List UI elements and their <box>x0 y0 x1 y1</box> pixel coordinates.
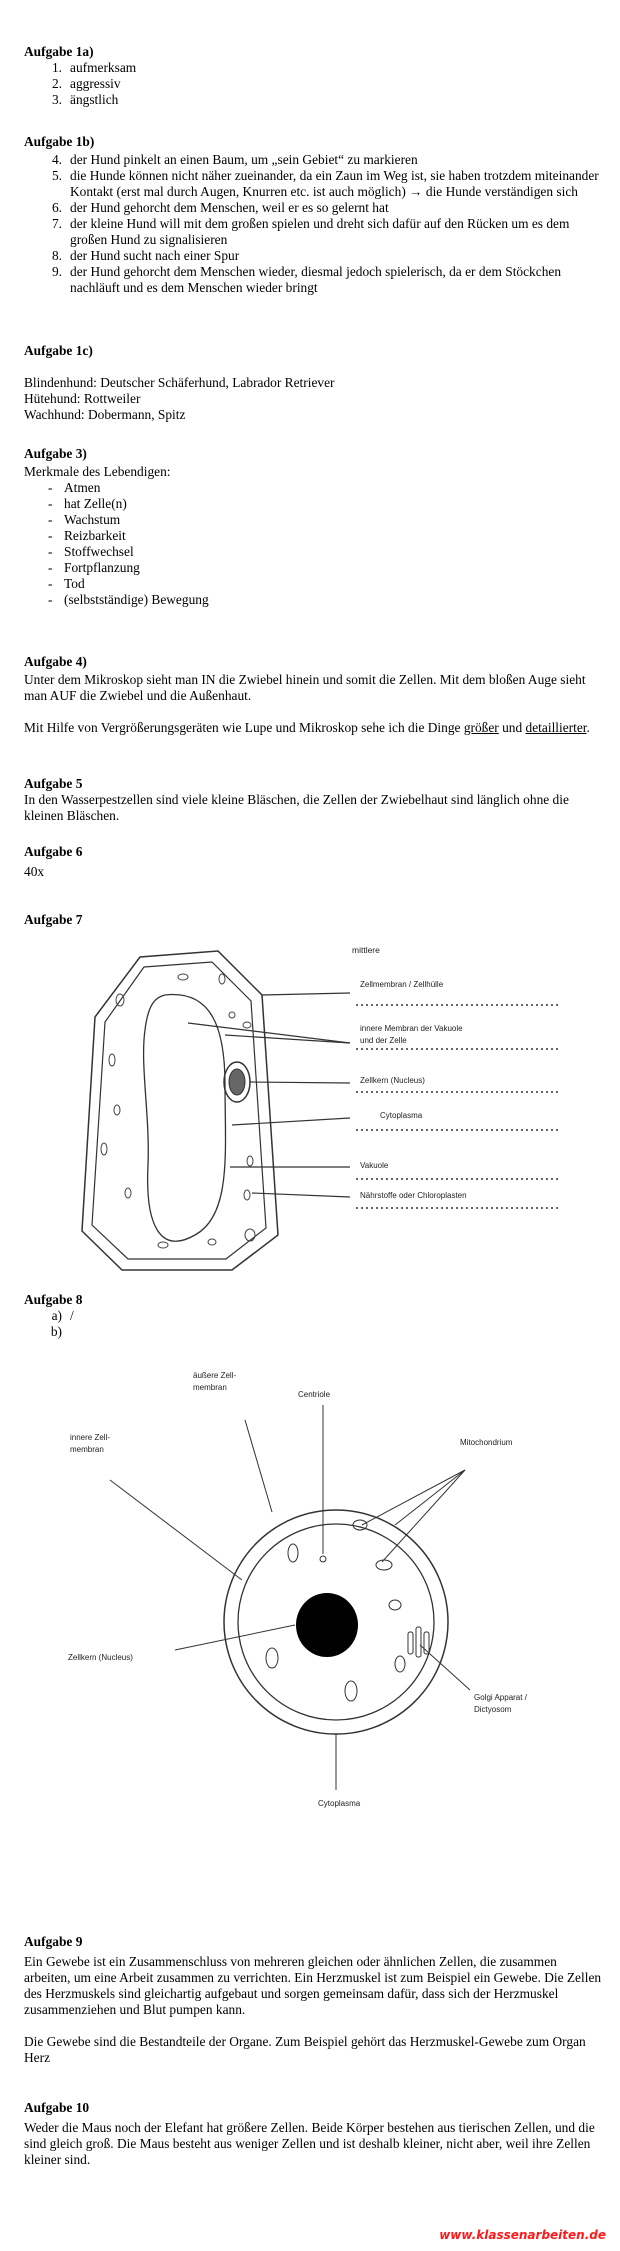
list-item: 7.der kleine Hund will mit dem großen sp… <box>51 216 570 247</box>
list-item: -Fortpflanzung <box>48 560 140 575</box>
label-membran: Zellmembran / Zellhülle <box>360 980 444 989</box>
list-item: 3.ängstlich <box>51 92 119 107</box>
text-line: Blindenhund: Deutscher Schäferhund, Labr… <box>24 375 335 390</box>
section-4: Aufgabe 4) Unter dem Mikroskop sieht man… <box>24 654 604 736</box>
footer-watermark: www.klassenarbeiten.de <box>439 2228 606 2242</box>
heading-5: Aufgabe 5 <box>24 776 83 791</box>
heading-8: Aufgabe 8 <box>24 1292 83 1307</box>
heading-4: Aufgabe 4) <box>24 654 87 669</box>
list-item: a)/ <box>51 1308 74 1323</box>
cell-wall-outer <box>81 950 279 1271</box>
intro-text: Merkmale des Lebendigen: <box>24 464 171 479</box>
list-item: -hat Zelle(n) <box>48 496 127 511</box>
list-item: -Stoffwechsel <box>48 544 134 559</box>
list-item: 2.aggressiv <box>51 76 121 91</box>
mitochondria <box>265 1519 406 1702</box>
label-vakuole-membran: innere Membran der Vakuole <box>360 1024 463 1033</box>
label-golgi-1: Golgi Apparat / <box>474 1693 528 1702</box>
label-mitochondrium: Mitochondrium <box>460 1438 513 1447</box>
label-aeussere-membran-1: äußere Zell- <box>193 1371 236 1380</box>
plant-cell-diagram: mittlere Zellmembran / Zellhülle innere … <box>81 945 560 1271</box>
heading-7: Aufgabe 7 <box>24 912 83 927</box>
label-innere-membran-2: membran <box>70 1445 104 1454</box>
label-chloroplasten: Nährstoffe oder Chloroplasten <box>360 1191 467 1200</box>
paragraph: Mit Hilfe von Vergrößerungsgeräten wie L… <box>24 720 590 735</box>
section-10: Aufgabe 10 Weder die Maus noch der Elefa… <box>24 2100 604 2168</box>
leader-lines <box>187 992 351 1198</box>
heading-6: Aufgabe 6 <box>24 844 83 859</box>
section-3: Aufgabe 3) Merkmale des Lebendigen: -Atm… <box>24 446 604 608</box>
paragraph: Ein Gewebe ist ein Zusammenschluss von m… <box>24 1954 602 2017</box>
centriole <box>319 1555 327 1563</box>
animal-cell-diagram: äußere Zell- membran Centriole innere Ze… <box>68 1371 528 1808</box>
paragraph: Weder die Maus noch der Elefant hat größ… <box>24 2120 595 2167</box>
label-cytoplasma: Cytoplasma <box>380 1111 423 1120</box>
chloroplasts <box>100 973 256 1249</box>
vacuole <box>142 993 227 1242</box>
paragraph: Unter dem Mikroskop sieht man IN die Zwi… <box>24 672 586 703</box>
answer-text: 40x <box>24 864 45 879</box>
section-1c: Aufgabe 1c) Blindenhund: Deutscher Schäf… <box>24 343 604 423</box>
section-9: Aufgabe 9 Ein Gewebe ist ein Zusammensch… <box>24 1934 604 2066</box>
label-zellkern: Zellkern (Nucleus) <box>68 1653 133 1662</box>
list-item: -Reizbarkeit <box>48 528 126 543</box>
section-1b: Aufgabe 1b) 4.der Hund pinkelt an einen … <box>24 134 604 296</box>
heading-9: Aufgabe 9 <box>24 1934 83 1949</box>
heading-1a: Aufgabe 1a) <box>24 44 94 59</box>
list-item: -Tod <box>48 576 85 591</box>
list-3: -Atmen -hat Zelle(n) -Wachstum -Reizbark… <box>24 480 604 608</box>
section-5: Aufgabe 5 In den Wasserpestzellen sind v… <box>24 776 604 824</box>
label-und-der-zelle: und der Zelle <box>360 1036 407 1045</box>
nucleus <box>296 1593 358 1657</box>
golgi <box>407 1626 430 1658</box>
label-cytoplasma: Cytoplasma <box>318 1799 361 1808</box>
heading-1c: Aufgabe 1c) <box>24 343 93 358</box>
list-item: 1.aufmerksam <box>51 60 137 75</box>
heading-10: Aufgabe 10 <box>24 2100 90 2115</box>
paragraph: Die Gewebe sind die Bestandteile der Org… <box>24 2034 586 2065</box>
label-golgi-2: Dictyosom <box>474 1705 512 1714</box>
dotted-lines <box>356 1004 560 1209</box>
list-item: 9.der Hund gehorcht dem Menschen wieder,… <box>51 264 562 295</box>
list-1b: 4.der Hund pinkelt an einen Baum, um „se… <box>24 152 604 296</box>
label-centriole: Centriole <box>298 1390 331 1399</box>
list-item: 5.die Hunde können nicht näher zueinande… <box>51 168 599 199</box>
heading-1b: Aufgabe 1b) <box>24 134 95 149</box>
section-6: Aufgabe 6 40x <box>24 844 604 880</box>
list-item: 8.der Hund sucht nach einer Spur <box>51 248 240 263</box>
cell-wall-inner <box>91 961 267 1260</box>
heading-3: Aufgabe 3) <box>24 446 87 461</box>
list-item: -(selbstständige) Bewegung <box>48 592 209 607</box>
label-vakuole: Vakuole <box>360 1161 389 1170</box>
section-8: Aufgabe 8 a)/ b) <box>24 1292 604 1340</box>
leader-lines <box>109 1405 471 1790</box>
label-innere-membran-1: innere Zell- <box>70 1433 110 1442</box>
list-item: 4.der Hund pinkelt an einen Baum, um „se… <box>51 152 418 167</box>
text-line: Hütehund: Rottweiler <box>24 391 141 406</box>
list-item: 6.der Hund gehorcht dem Menschen, weil e… <box>51 200 389 215</box>
text-line: Wachhund: Dobermann, Spitz <box>24 407 186 422</box>
list-item: b) <box>50 1324 62 1339</box>
section-7: Aufgabe 7 <box>24 912 604 928</box>
label-aeussere-membran-2: membran <box>193 1383 227 1392</box>
list-8: a)/ b) <box>24 1308 604 1340</box>
label-mittlere: mittlere <box>352 945 380 955</box>
section-1a: Aufgabe 1a) 1.aufmerksam 2.aggressiv 3.ä… <box>24 44 604 108</box>
list-item: -Atmen <box>48 480 101 495</box>
list-item: -Wachstum <box>48 512 121 527</box>
nucleolus <box>228 1068 246 1096</box>
inner-membrane <box>237 1523 435 1721</box>
label-zellkern: Zellkern (Nucleus) <box>360 1076 425 1085</box>
paragraph: In den Wasserpestzellen sind viele klein… <box>24 792 569 823</box>
list-1a: 1.aufmerksam 2.aggressiv 3.ängstlich <box>24 60 604 108</box>
